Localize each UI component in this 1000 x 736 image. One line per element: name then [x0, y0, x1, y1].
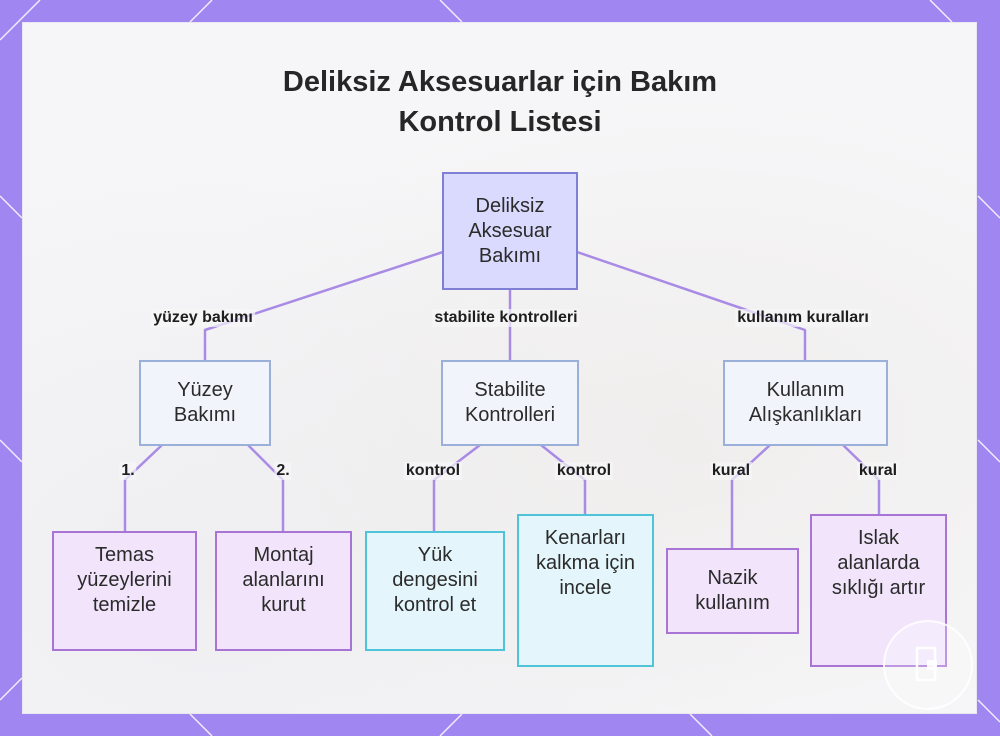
- watermark-badge: [883, 620, 973, 710]
- title-line-1: Deliksiz Aksesuarlar için Bakım: [282, 66, 718, 98]
- door-icon: [915, 646, 937, 682]
- edge-stability-edge: [540, 444, 587, 514]
- node-dry-mount: Montaj alanlarını kurut: [215, 531, 352, 651]
- edge-label-rule-1: kural: [709, 462, 753, 480]
- node-clean-contact: Temas yüzeylerini temizle: [52, 531, 197, 651]
- edge-label-check-1: kontrol: [403, 462, 463, 480]
- node-usage-habits: Kullanım Alışkanlıkları: [723, 360, 888, 446]
- edge-label-stability: stabilite kontrolleri: [432, 309, 580, 327]
- edge-surface-dry: [247, 444, 285, 531]
- edge-label-rule-2: kural: [856, 462, 900, 480]
- edge-stability-load: [432, 444, 481, 531]
- edge-surface-clean: [123, 444, 163, 531]
- node-stability-checks: Stabilite Kontrolleri: [441, 360, 579, 446]
- edge-label-check-2: kontrol: [554, 462, 614, 480]
- edge-label-step-2: 2.: [274, 462, 292, 480]
- edge-label-step-1: 1.: [119, 462, 137, 480]
- edge-root-surface: [203, 250, 444, 360]
- edge-label-surface: yüzey bakımı: [151, 309, 255, 327]
- node-root: Deliksiz Aksesuar Bakımı: [442, 172, 578, 290]
- edge-usage-wet: [842, 444, 881, 514]
- node-surface-care: Yüzey Bakımı: [139, 360, 271, 446]
- node-gentle-use: Nazik kullanım: [666, 548, 799, 634]
- title-line-2: Kontrol Listesi: [398, 106, 602, 138]
- node-load-balance: Yük dengesini kontrol et: [365, 531, 505, 651]
- edge-root-usage: [576, 250, 807, 360]
- diagram-title: Deliksiz Aksesuarlar için Bakım Kontrol …: [200, 62, 800, 142]
- edge-usage-gentle: [730, 444, 771, 548]
- edge-label-usage: kullanım kuralları: [735, 309, 871, 327]
- node-edge-lift: Kenarları kalkma için incele: [517, 514, 654, 667]
